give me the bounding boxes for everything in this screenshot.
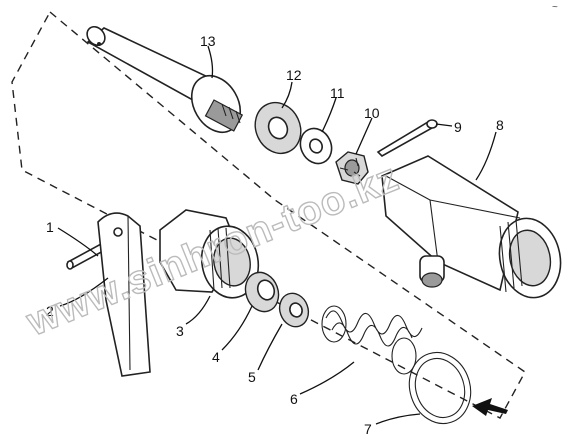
callout-8: 8 (496, 117, 504, 133)
callout-13: 13 (200, 33, 216, 49)
callout-9: 9 (454, 119, 462, 135)
callout-leaders (57, 45, 497, 425)
part-11-washer (299, 127, 333, 165)
part-5-seal (278, 292, 310, 328)
assembly-outline (11, 10, 526, 419)
assembly-direction-arrow (472, 398, 508, 416)
part-12-washer (254, 101, 302, 155)
part-13-pin (86, 25, 244, 134)
part-3-hex-fitting (159, 209, 260, 299)
callout-3: 3 (176, 323, 184, 339)
part-2-lever (97, 212, 151, 377)
corner-mark: ~ (552, 2, 558, 13)
callout-10: 10 (364, 105, 380, 121)
part-7-o-ring (408, 351, 472, 425)
callout-11: 11 (330, 85, 345, 101)
callout-2: 2 (46, 303, 54, 319)
part-4-bushing (244, 271, 280, 313)
callout-1: 1 (46, 219, 54, 235)
part-9-cotter-pin (376, 119, 438, 157)
callout-numbers: 1 2 3 4 5 6 7 8 9 10 11 12 13 (46, 33, 504, 437)
part-10-castle-nut (335, 151, 369, 185)
part-6-spring (321, 305, 423, 375)
callout-4: 4 (212, 349, 220, 365)
callout-6: 6 (290, 391, 298, 407)
callout-12: 12 (286, 67, 302, 83)
callout-7: 7 (364, 421, 372, 437)
callout-5: 5 (248, 369, 256, 385)
part-8-cylinder-housing (381, 155, 562, 299)
